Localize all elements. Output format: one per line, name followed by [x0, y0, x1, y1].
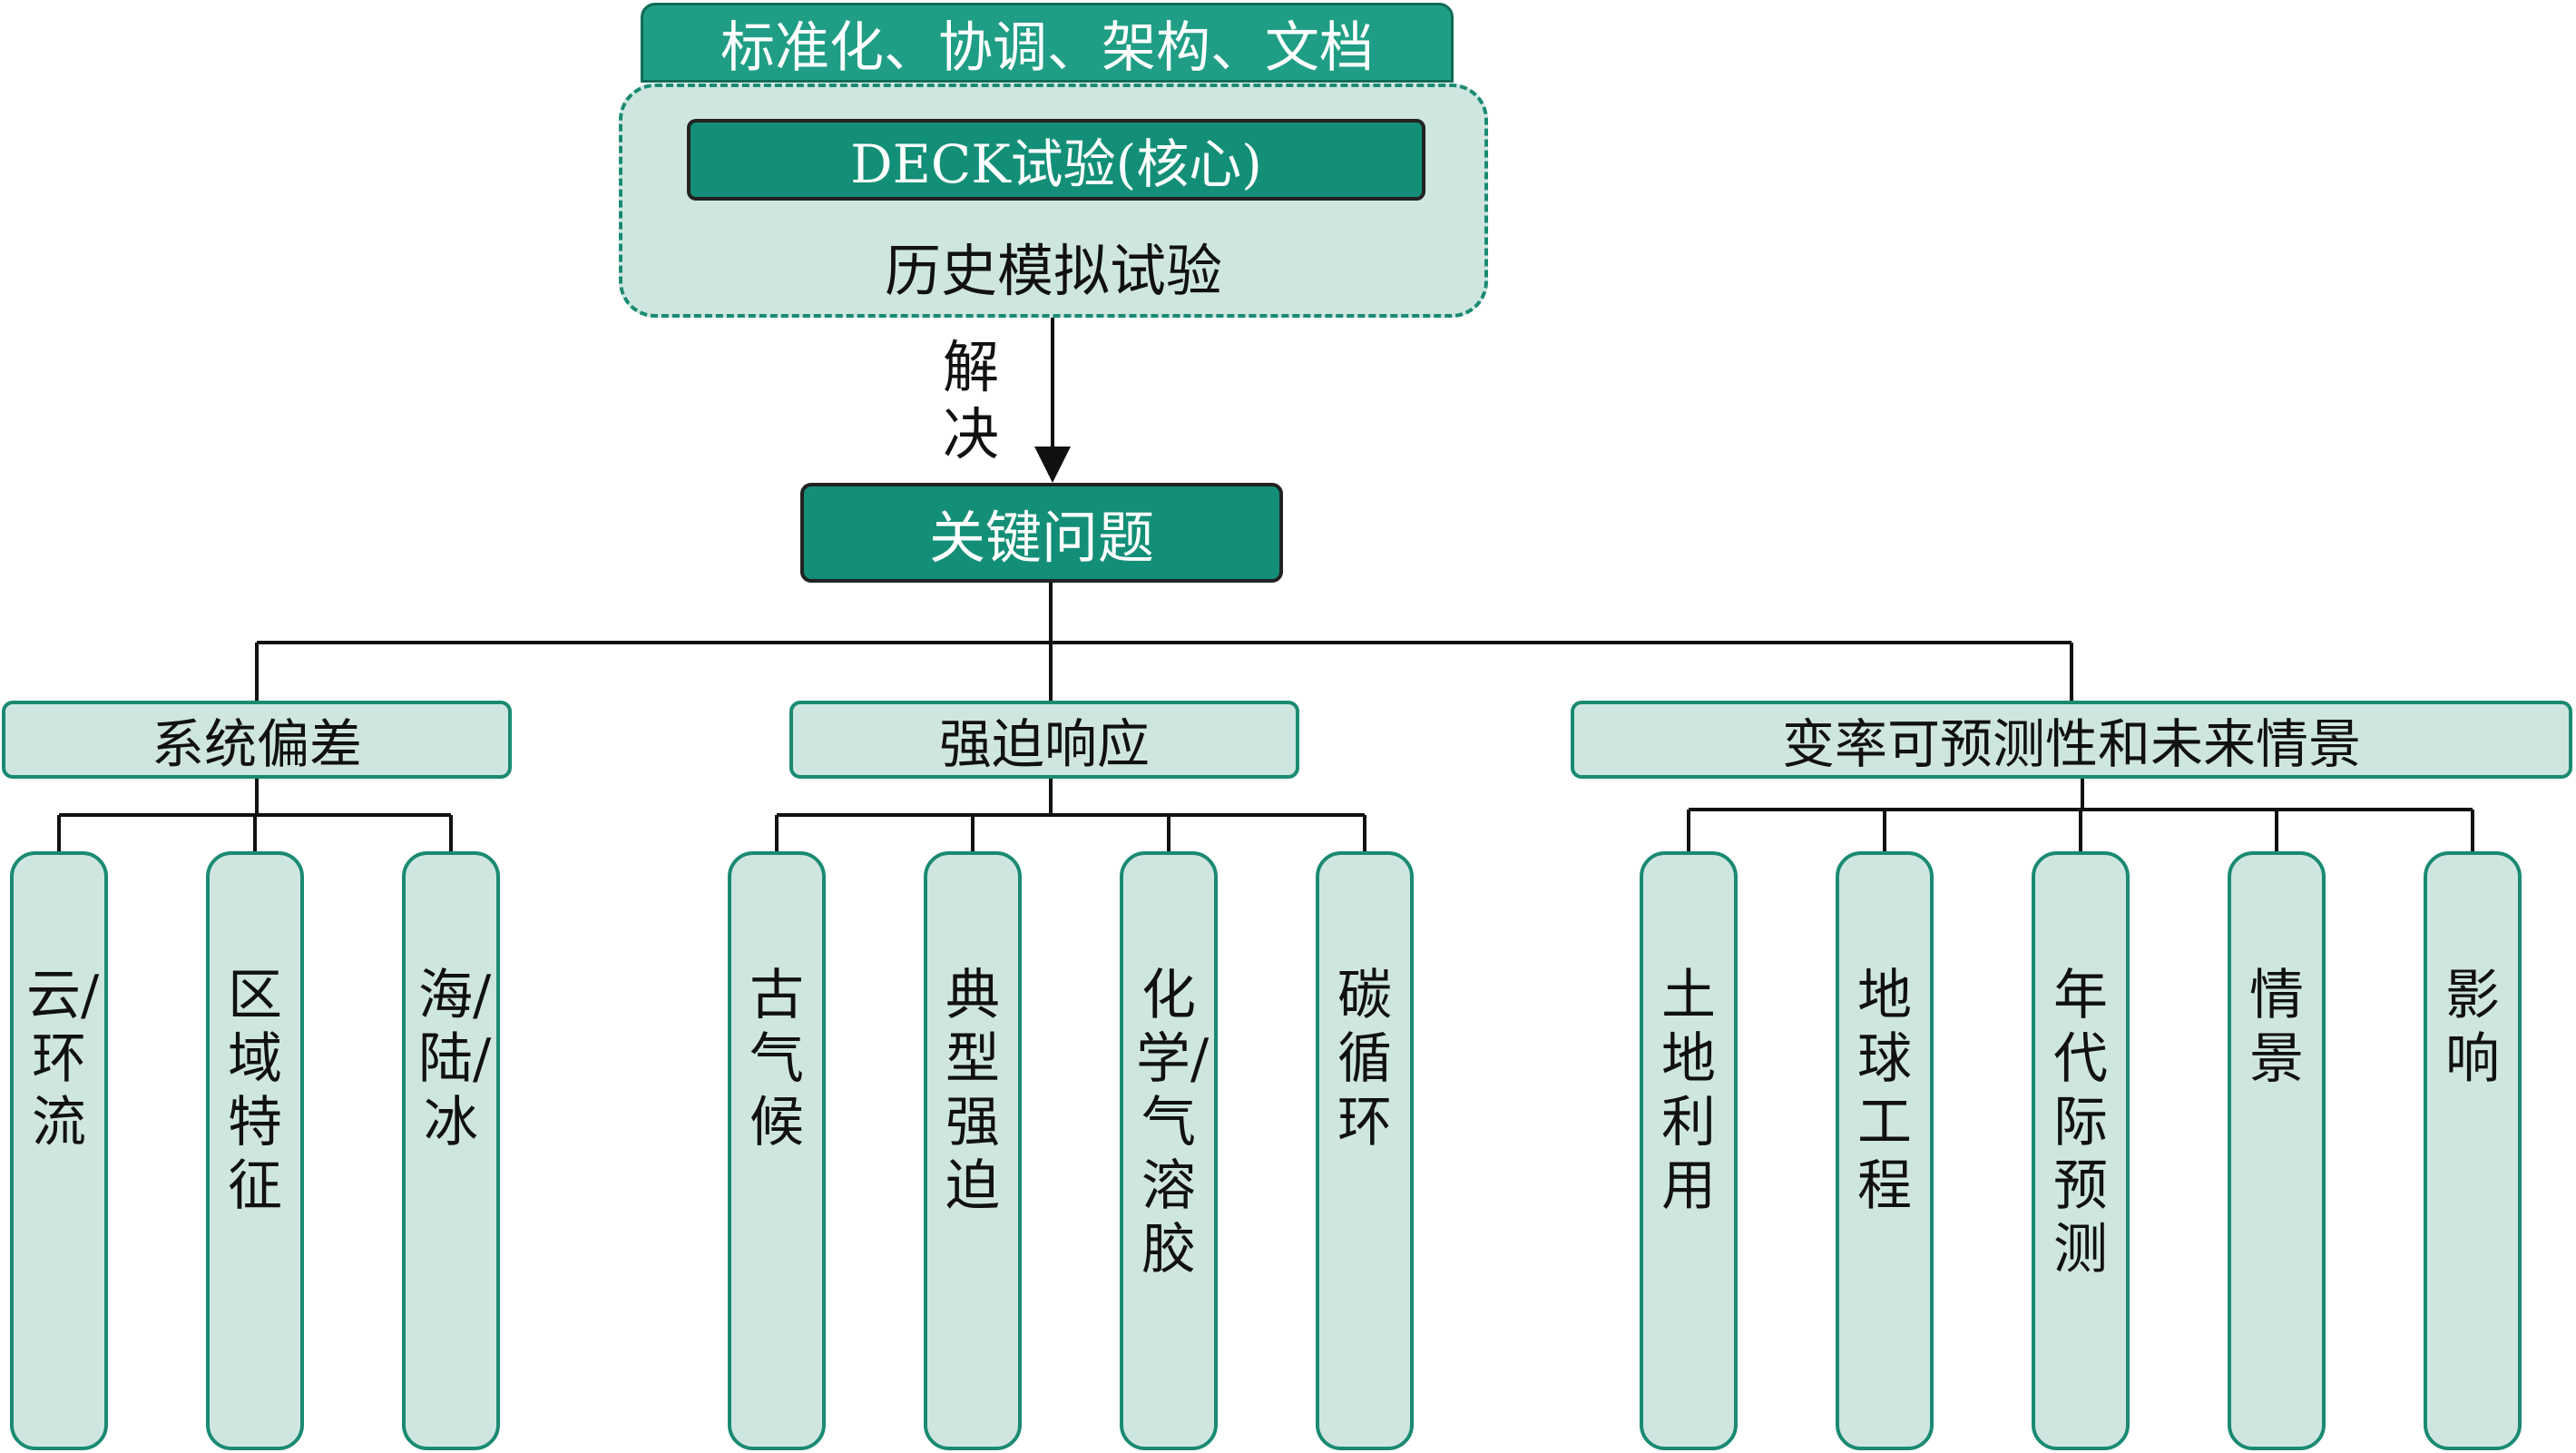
key-issue-box: 关键问题: [800, 483, 1283, 583]
category-box-forcing-response: 强迫响应: [789, 701, 1299, 779]
leaf-box: 地球工程: [1836, 851, 1934, 1450]
leaf-box: 影响: [2424, 851, 2522, 1450]
leaf-box: 化学/气溶胶: [1120, 851, 1218, 1450]
standardization-banner: 标准化、协调、架构、文档: [641, 3, 1454, 83]
leaf-box: 古气候: [728, 851, 826, 1450]
leaf-label: 年代际预测: [2053, 964, 2108, 1281]
leaf-label: 云/环流: [26, 964, 100, 1154]
key-issue-text: 关键问题: [928, 505, 1154, 571]
leaf-label: 地球工程: [1857, 964, 1912, 1218]
leaf-label: 土地利用: [1661, 964, 1716, 1218]
leaf-box: 年代际预测: [2032, 851, 2130, 1450]
category-label: 变率可预测性和未来情景: [1781, 713, 2361, 775]
leaf-label: 影响: [2445, 964, 2500, 1091]
deck-core-box: DECK试验(核心): [687, 119, 1425, 201]
leaf-box: 区域特征: [206, 851, 304, 1450]
leaf-label: 海/陆/冰: [418, 964, 492, 1154]
leaf-label: 典型强迫: [945, 964, 1000, 1218]
leaf-label: 古气候: [749, 964, 804, 1154]
standardization-banner-text: 标准化、协调、架构、文档: [720, 15, 1374, 80]
leaf-box: 云/环流: [10, 851, 108, 1450]
leaf-box: 情景: [2228, 851, 2326, 1450]
leaf-label: 情景: [2249, 964, 2304, 1091]
category-label: 强迫响应: [938, 713, 1150, 775]
leaf-box: 典型强迫: [924, 851, 1022, 1450]
leaf-box: 土地利用: [1640, 851, 1738, 1450]
category-label: 系统偏差: [151, 713, 362, 775]
historical-simulation-label: 历史模拟试验: [884, 238, 1222, 304]
arrow-label-solve: 解决: [942, 334, 999, 467]
leaf-label: 区域特征: [228, 964, 282, 1218]
category-box-variability-scenarios: 变率可预测性和未来情景: [1571, 701, 2572, 779]
leaf-box: 海/陆/冰: [402, 851, 500, 1450]
leaf-label: 碳循环: [1337, 964, 1392, 1154]
deck-core-text: DECK试验(核心): [850, 133, 1262, 195]
category-box-systematic-bias: 系统偏差: [2, 701, 512, 779]
leaf-label: 化学/气溶胶: [1136, 964, 1210, 1281]
leaf-box: 碳循环: [1316, 851, 1414, 1450]
